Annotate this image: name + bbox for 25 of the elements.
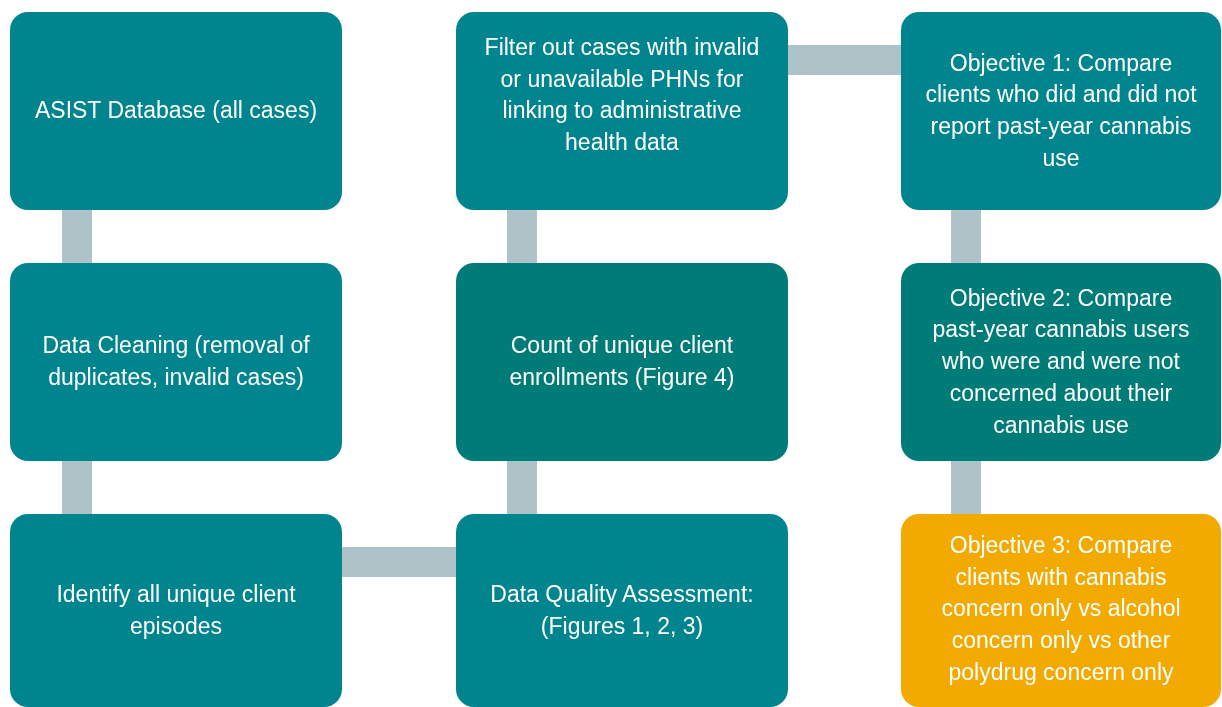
connector-bar — [62, 461, 92, 514]
connector-bar — [507, 210, 537, 263]
box-text: Objective 1: Compare clients who did and did not report past-year cannabis use — [924, 48, 1198, 173]
box-text: Data Cleaning (removal of duplicates, invalid cases) — [41, 331, 311, 392]
process-box — [901, 263, 1221, 461]
box-text: Filter out cases with invalid or unavailable PHNs for linking to administrative health data — [483, 33, 761, 158]
process-box — [10, 514, 342, 707]
connector-bar — [951, 210, 981, 263]
connector-bar — [507, 461, 537, 514]
process-box — [10, 263, 342, 461]
connector-bar — [62, 210, 92, 263]
box-text: Identify all unique client episodes — [55, 579, 297, 641]
process-box — [901, 12, 1221, 210]
box-text: Objective 2: Compare past-year cannabis users who were and were not concerned about their cannabis use — [931, 283, 1191, 440]
connector-bar — [342, 547, 456, 577]
process-box — [901, 514, 1221, 707]
process-box — [456, 263, 788, 461]
box-text: Data Quality Assessment: (Figures 1, 2, 3) — [489, 579, 755, 641]
box-text: Objective 3: Compare clients with cannabis concern only vs alcohol concern only vs other polydrug concern only — [940, 531, 1182, 687]
box-text: Count of unique client enrollments (Figure 4) — [508, 331, 736, 392]
connector-bar — [788, 45, 901, 75]
process-box — [456, 514, 788, 707]
process-box — [456, 12, 788, 210]
box-text: ASIST Database (all cases) — [34, 96, 318, 126]
process-box — [10, 12, 342, 210]
